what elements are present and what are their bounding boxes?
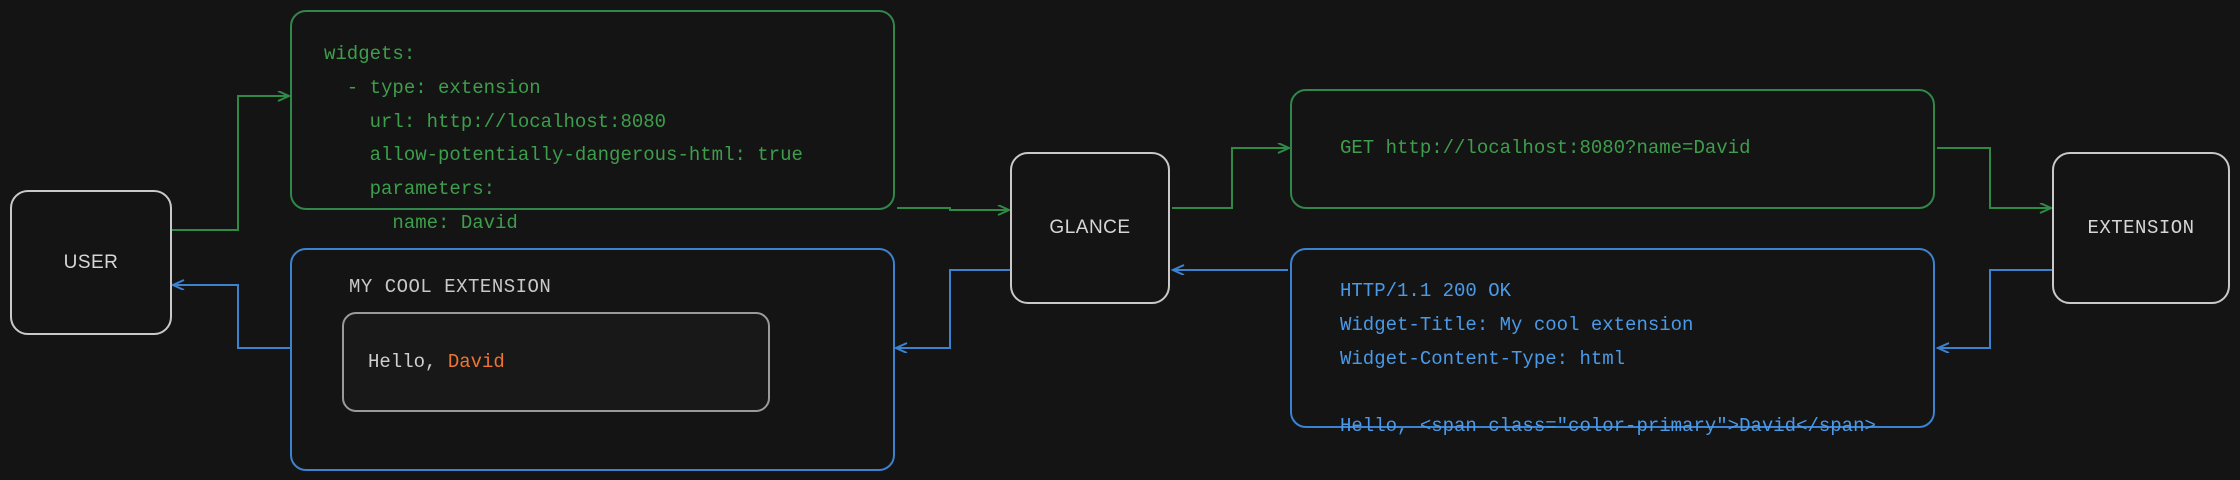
rendered-widget-box: MY COOL EXTENSION Hello, David (290, 248, 895, 471)
widget-content-card: Hello, David (342, 312, 770, 412)
widget-greeting-prefix: Hello, (368, 351, 448, 373)
node-extension-label: EXTENSION (2087, 217, 2195, 239)
node-user-label: USER (63, 251, 119, 273)
connector-user-to-config (172, 96, 288, 231)
widget-title: MY COOL EXTENSION (349, 276, 552, 298)
connector-widget-to-user (174, 285, 290, 349)
node-extension[interactable]: EXTENSION (2052, 152, 2230, 304)
widget-greeting-name: David (447, 351, 505, 373)
config-yaml-text: widgets: - type: extension url: http://l… (324, 43, 803, 235)
node-glance-label: GLANCE (1049, 217, 1131, 238)
config-yaml-box: widgets: - type: extension url: http://l… (290, 10, 895, 234)
connector-request-to-extension (1937, 147, 2050, 208)
node-user[interactable]: USER (10, 190, 172, 335)
http-response-box: HTTP/1.1 200 OK Widget-Title: My cool ex… (1290, 248, 1935, 437)
connector-config-to-glance (897, 208, 1008, 210)
connector-extension-to-response (1939, 269, 2052, 348)
widget-greeting: Hello, David (344, 351, 505, 373)
http-request-text: GET http://localhost:8080?name=David (1340, 137, 1751, 160)
http-response-text: HTTP/1.1 200 OK Widget-Title: My cool ex… (1340, 280, 1876, 438)
http-request-box: GET http://localhost:8080?name=David (1290, 89, 1935, 209)
connector-glance-to-widget (897, 269, 1010, 348)
node-glance[interactable]: GLANCE (1010, 152, 1170, 304)
connector-glance-to-request (1172, 148, 1288, 209)
